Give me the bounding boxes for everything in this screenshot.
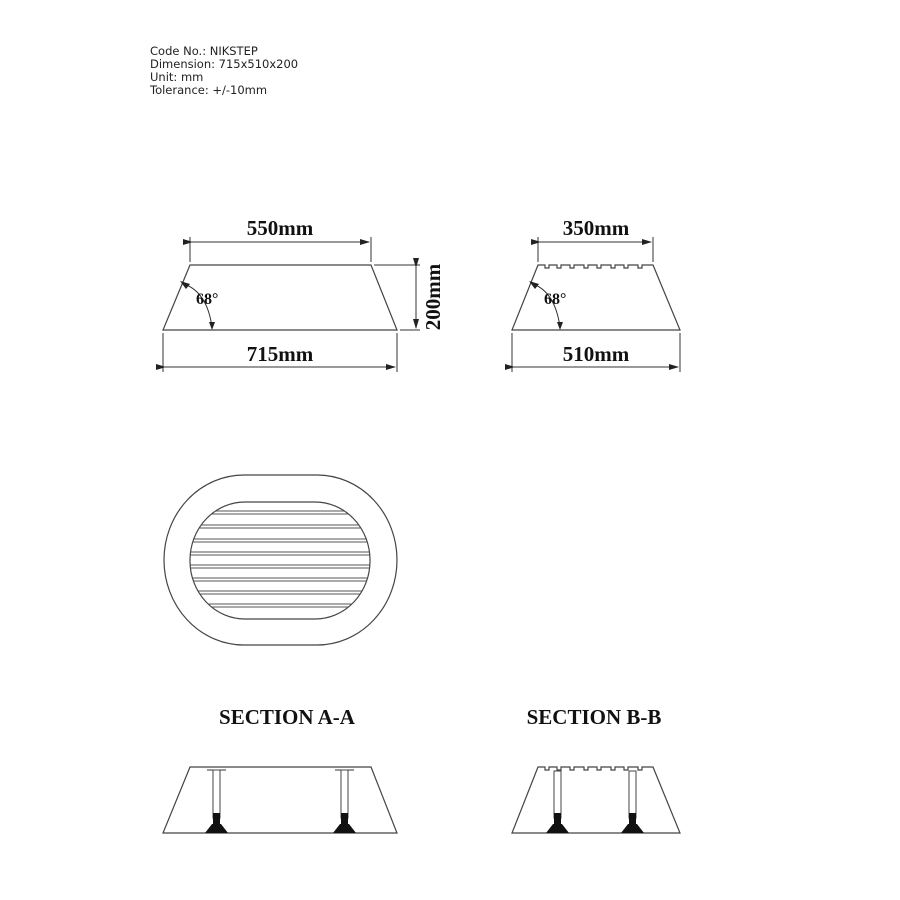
front-angle: 68° (196, 291, 218, 308)
unit-text: Unit: mm (150, 70, 204, 84)
plan-slats (190, 510, 370, 608)
spec-block: Code No.: NIKSTEP Dimension: 715x510x200… (150, 45, 298, 97)
side-angle: 68° (544, 291, 566, 308)
tolerance-text: Tolerance: +/-10mm (150, 83, 268, 97)
code-number: Code No.: NIKSTEP (150, 44, 258, 58)
front-bottom-width: 715mm (247, 342, 314, 366)
section-a-drawing (162, 766, 398, 834)
section-a-label: SECTION A-A (219, 705, 356, 729)
front-top-width: 550mm (247, 216, 314, 240)
front-elevation: 550mm 715mm 200mm 68° (156, 216, 445, 372)
front-height: 200mm (421, 263, 445, 330)
side-elevation: 350mm 510mm 68° (505, 216, 681, 372)
dimension-text: Dimension: 715x510x200 (150, 57, 299, 71)
section-b-drawing (511, 766, 681, 834)
plan-view (163, 474, 398, 646)
side-top-width: 350mm (563, 216, 630, 240)
section-b-label: SECTION B-B (527, 705, 662, 729)
side-bottom-width: 510mm (563, 342, 630, 366)
